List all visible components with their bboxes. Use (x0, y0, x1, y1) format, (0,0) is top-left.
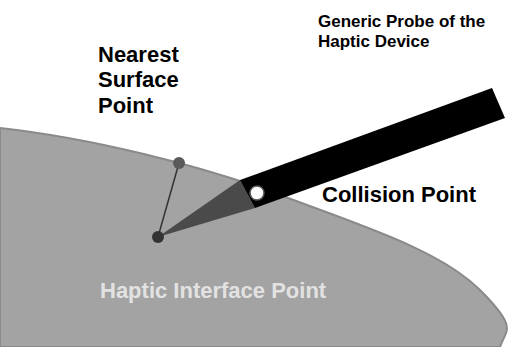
point-label: Collision Point (322, 182, 476, 207)
nearest-point-line (158, 163, 179, 237)
probe-tip (158, 180, 255, 237)
interface-point-dot (152, 231, 164, 243)
collision-point-dot (250, 186, 264, 200)
probe-label: Generic Probe of the Haptic Device (318, 12, 486, 51)
point-label: Haptic Interface Point (100, 278, 326, 303)
object-surface (0, 128, 507, 347)
point-label: Nearest Surface Point (98, 42, 193, 118)
probe-body (240, 88, 505, 208)
nearest-surface-dot (173, 157, 185, 169)
